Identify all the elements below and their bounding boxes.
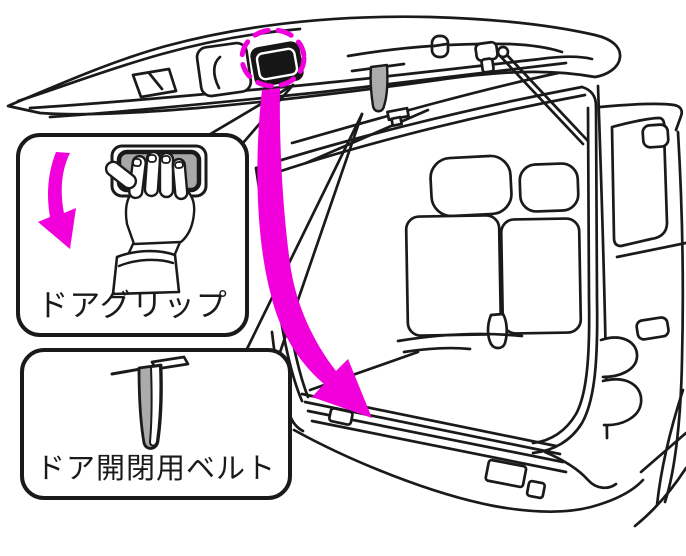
assist-handle-panel bbox=[195, 41, 253, 98]
hand-gripping-handle-icon bbox=[104, 150, 196, 296]
body-side bbox=[596, 84, 686, 528]
tailgate bbox=[6, 15, 622, 119]
latch-striker bbox=[474, 40, 499, 74]
door-grip-label: ドアグリップ bbox=[37, 288, 228, 324]
door-strap-icon bbox=[350, 62, 406, 113]
liftgate-opening bbox=[254, 62, 599, 455]
tailgate-lamp bbox=[131, 67, 178, 99]
grip-highlight-circle bbox=[239, 27, 307, 89]
lock-knob bbox=[430, 34, 450, 59]
seat-buckle bbox=[486, 312, 509, 350]
callout-door-grip bbox=[16, 133, 249, 337]
pull-down-arrow bbox=[38, 152, 76, 249]
door-grip bbox=[250, 41, 304, 87]
side-reflector bbox=[635, 316, 670, 341]
side-window bbox=[610, 116, 669, 248]
door-strap-inset bbox=[110, 355, 190, 450]
gas-strut bbox=[496, 45, 590, 146]
license-plate bbox=[484, 458, 528, 489]
callout-door-strap bbox=[20, 348, 292, 500]
close-direction-arrow bbox=[257, 88, 372, 418]
rear-seats bbox=[396, 154, 583, 354]
tail-lamp bbox=[599, 336, 643, 427]
frame-bracket bbox=[386, 106, 410, 128]
bumper bbox=[285, 386, 645, 514]
door-strap-label: ドア開閉用ベルト bbox=[35, 451, 276, 485]
